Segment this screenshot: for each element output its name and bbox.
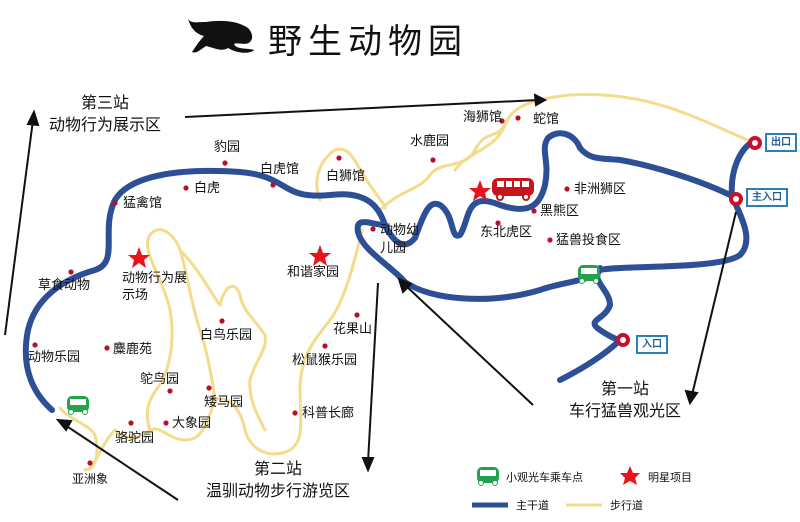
poi-dongwu-le[interactable]: 动物乐园 [28,350,81,365]
legend-star-attraction: 明星项目 [648,471,692,484]
poi-baihu[interactable]: 白虎 [194,181,221,196]
shuttle-icons [67,265,600,486]
poi-she-guan[interactable]: 蛇馆 [533,112,560,127]
station-second-number: 第二站 [253,459,302,478]
station-third-number: 第三站 [80,93,129,112]
gate-markers [616,136,762,347]
station-third-name: 动物行为展示区 [48,115,161,134]
poi-bao-yuan[interactable]: 豹园 [214,140,241,155]
poi-dongbeihu[interactable]: 东北虎区 [480,225,533,240]
footpath-network [58,92,754,472]
station-first-number: 第一站 [600,379,649,398]
poi-shuilu-yuan[interactable]: 水鹿园 [410,134,450,149]
star-icon [469,180,491,201]
shuttle-icon [67,396,89,415]
poi-menqin-guan[interactable]: 猛禽馆 [123,196,163,211]
shuttle-icon [578,265,600,284]
poi-heixiong[interactable]: 黑熊区 [540,204,580,219]
poi-songshu[interactable]: 松鼠猴乐园 [292,353,358,368]
station-arrows [4,93,737,501]
poi-bainiao[interactable]: 白鸟乐园 [200,328,253,343]
legend-shuttle-stop: 小观光车乘车点 [506,471,583,484]
poi-luotuo[interactable]: 骆驼园 [115,431,155,446]
legend-footpath: 步行道 [610,499,643,512]
poi-dots [32,115,570,466]
poi-dongwu-you[interactable]: 动物幼儿园 [380,223,420,256]
poi-haishi-guan[interactable]: 海狮馆 [463,110,503,125]
poi-kepu[interactable]: 科普长廊 [302,406,355,421]
station-first: 第一站 车行猛兽观光区 [540,378,710,422]
poi-daxiang[interactable]: 大象园 [172,416,212,431]
legend-star-icon [620,466,640,485]
star-icons [128,180,640,485]
legend-shuttle-icon [477,467,499,486]
poi-yazhouxiang[interactable]: 亚洲象 [72,472,109,486]
poi-baihu-guan[interactable]: 白虎馆 [260,162,300,177]
bus-icon [492,178,534,201]
poi-zhulu[interactable]: 麋鹿苑 [113,342,153,357]
station-second: 第二站 温驯动物步行游览区 [178,458,378,502]
station-second-name: 温驯动物步行游览区 [205,481,350,500]
main-entrance-gate[interactable]: 主入口 [746,188,788,207]
legend-main-road: 主干道 [516,499,549,512]
poi-mengshou-tousi[interactable]: 猛兽投食区 [556,233,622,248]
poi-tuoniao[interactable]: 鸵鸟园 [140,372,180,387]
leopard-silhouette-icon [188,18,254,53]
entrance-gate[interactable]: 入口 [636,335,668,354]
poi-aima[interactable]: 矮马园 [204,395,244,410]
exit-gate[interactable]: 出口 [765,133,797,152]
poi-caoshi[interactable]: 草食动物 [38,278,91,293]
star-icon [128,247,150,268]
poi-feizhou-shi[interactable]: 非洲狮区 [574,182,627,197]
station-first-name: 车行猛兽观光区 [568,401,681,420]
poi-baishi-guan[interactable]: 白狮馆 [326,169,366,184]
station-third: 第三站 动物行为展示区 [20,92,190,136]
poi-xingwei-chang[interactable]: 动物行为展示场 [122,271,188,303]
page-title: 野生动物园 [268,22,468,62]
poi-hexie[interactable]: 和谐家园 [287,265,340,280]
star-icon [309,245,331,266]
poi-huaguoshan[interactable]: 花果山 [333,322,373,337]
